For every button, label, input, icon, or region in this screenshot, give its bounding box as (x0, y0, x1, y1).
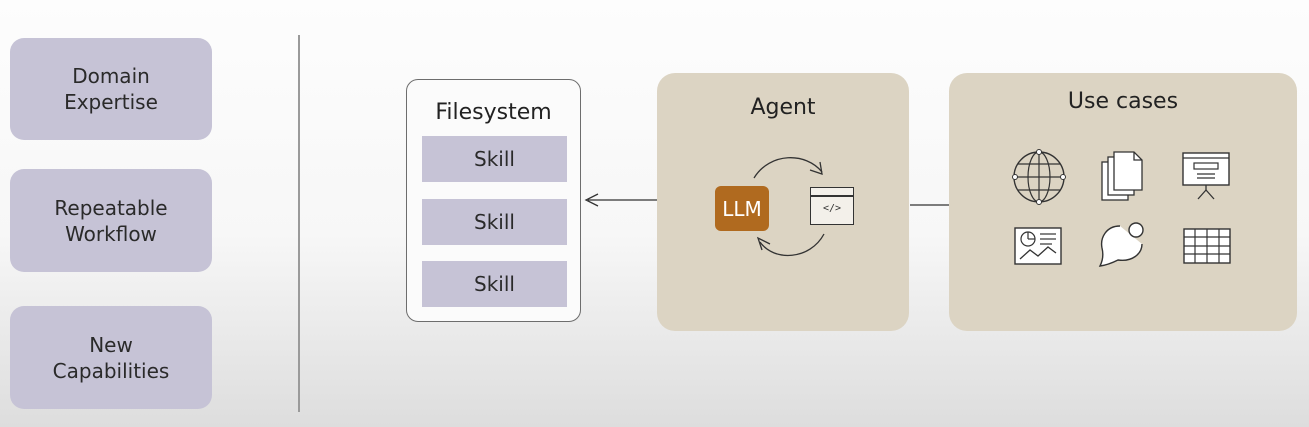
pill-domain-expertise: Domain Expertise (10, 38, 212, 140)
use-cases-title: Use cases (1067, 89, 1179, 114)
filesystem-box: Filesystem Skill Skill Skill (406, 79, 581, 322)
presentation-icon (1182, 152, 1230, 200)
use-cases-panel: Use cases (949, 73, 1297, 331)
pill-label-line1: Domain (72, 64, 150, 88)
pill-label-line1: Repeatable (54, 195, 168, 220)
arrow-agent-to-filesystem (584, 193, 658, 207)
pill-label-line2: Expertise (64, 90, 158, 114)
llm-badge: LLM (715, 186, 769, 231)
skill-item: Skill (422, 261, 567, 307)
code-window-label: </> (822, 203, 842, 214)
report-chart-icon (1014, 227, 1062, 265)
globe-icon (1012, 149, 1066, 205)
pill-label-line2: Capabilities (52, 358, 170, 383)
calendar-grid-icon (1183, 228, 1231, 264)
documents-icon (1101, 151, 1143, 201)
chat-bubble-icon (1098, 222, 1144, 267)
pill-repeatable-workflow: Repeatable Workflow (10, 169, 212, 272)
skill-item: Skill (422, 199, 567, 245)
cycle-arrows-icon (753, 157, 825, 256)
pill-label-line2: Workflow (65, 221, 157, 246)
agent-title: Agent (750, 95, 816, 120)
filesystem-title: Filesystem (435, 100, 552, 125)
skill-item: Skill (422, 136, 567, 182)
pill-label-line1: New (89, 332, 133, 357)
pill-new-capabilities: New Capabilities (10, 306, 212, 409)
code-window-icon: </> (810, 187, 854, 225)
divider-line (298, 35, 300, 412)
agent-panel: Agent (657, 73, 909, 331)
